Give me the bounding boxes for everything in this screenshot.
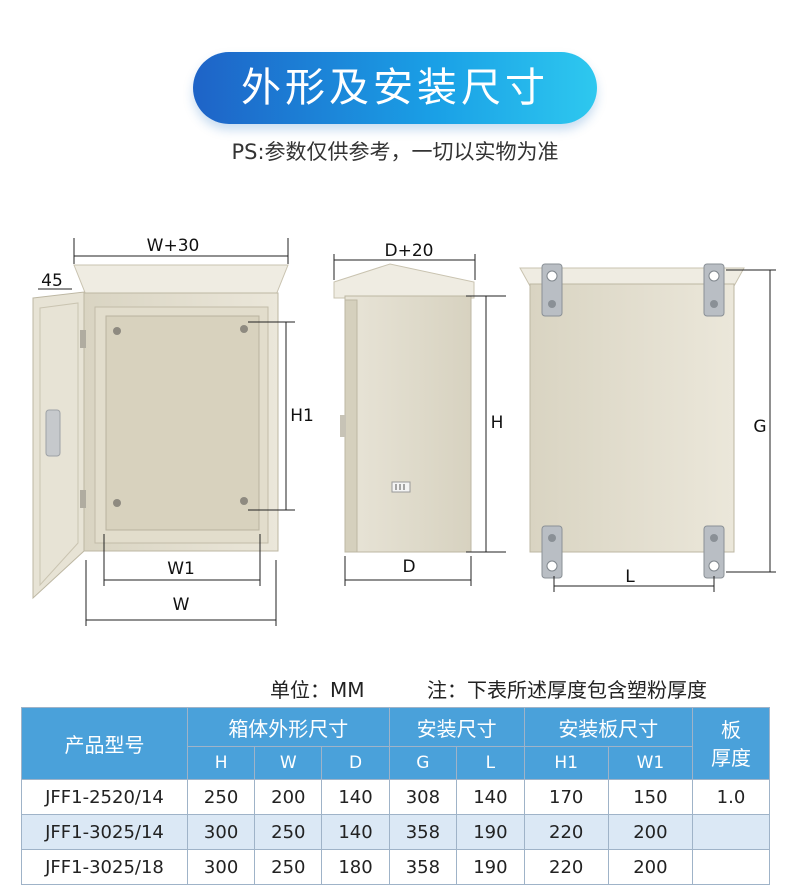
- header-install: 安装尺寸: [388, 707, 525, 747]
- header-thickness-bottom: 厚度: [711, 745, 751, 770]
- subheader-h: H: [186, 746, 256, 780]
- subheader-w1: W1: [607, 746, 694, 780]
- cell-d: 180: [321, 849, 390, 885]
- page-title: 外形及安装尺寸: [241, 65, 549, 111]
- thickness-note: 注：下表所述厚度包含塑粉厚度: [427, 678, 707, 702]
- header-model: 产品型号: [21, 707, 188, 780]
- cell-h1: 220: [523, 814, 609, 850]
- cell-h1: 220: [523, 849, 609, 885]
- subheader-h1: H1: [523, 746, 609, 780]
- unit-text: 单位：MM: [270, 678, 365, 702]
- cell-g: 308: [388, 779, 458, 815]
- table-row: JFF1-3025/18 300 250 180 358 190 220 200: [21, 849, 770, 885]
- subheader-d: D: [321, 746, 390, 780]
- label-45: 45: [41, 271, 63, 291]
- cell-w1: 200: [607, 814, 694, 850]
- table-row: JFF1-2520/14 250 200 140 308 140 170 150…: [21, 779, 770, 815]
- cell-thickness: 1.0: [692, 779, 770, 815]
- cell-h: 300: [186, 849, 256, 885]
- label-h1: H1: [290, 406, 314, 426]
- back-view: G L: [519, 263, 776, 592]
- cell-model: JFF1-3025/14: [21, 814, 188, 850]
- cell-l: 190: [456, 814, 525, 850]
- cell-d: 140: [321, 814, 390, 850]
- label-l: L: [625, 567, 635, 587]
- unit-line: 单位：MM 注：下表所述厚度包含塑粉厚度: [0, 674, 790, 702]
- spec-table: 产品型号 箱体外形尺寸 安装尺寸 安装板尺寸 板 厚度 H W D G L H1…: [21, 707, 770, 885]
- cell-model: JFF1-3025/18: [21, 849, 188, 885]
- cell-thickness: [692, 849, 770, 885]
- cell-thickness: [692, 814, 770, 850]
- label-w30: W+30: [147, 236, 200, 256]
- subheader-g: G: [388, 746, 458, 780]
- cell-model: JFF1-2520/14: [21, 779, 188, 815]
- cell-l: 190: [456, 849, 525, 885]
- header-plate: 安装板尺寸: [523, 707, 694, 747]
- cell-w1: 200: [607, 849, 694, 885]
- cell-w: 200: [254, 779, 323, 815]
- reference-note: PS:参数仅供参考，一切以实物为准: [231, 140, 559, 164]
- subheader-w: W: [254, 746, 323, 780]
- side-view: D+20 H D: [333, 241, 506, 586]
- cell-w: 250: [254, 849, 323, 885]
- cell-l: 140: [456, 779, 525, 815]
- cell-g: 358: [388, 814, 458, 850]
- label-h: H: [491, 413, 504, 433]
- front-open-view: W+30 45 H1 W1 W: [32, 236, 314, 626]
- cell-w1: 150: [607, 779, 694, 815]
- label-d20: D+20: [385, 241, 434, 261]
- label-w: W: [173, 595, 190, 615]
- header-thickness: 板 厚度: [692, 707, 770, 780]
- header-thickness-top: 板: [721, 717, 741, 742]
- label-d: D: [402, 557, 415, 577]
- cell-d: 140: [321, 779, 390, 815]
- title-banner: 外形及安装尺寸: [193, 52, 597, 124]
- dimension-diagram: W+30 45 H1 W1 W D+20 H D: [32, 236, 776, 626]
- label-g: G: [753, 417, 766, 437]
- header-outer: 箱体外形尺寸: [187, 707, 390, 747]
- cell-w: 250: [254, 814, 323, 850]
- cell-g: 358: [388, 849, 458, 885]
- cell-h: 250: [186, 779, 256, 815]
- cell-h: 300: [186, 814, 256, 850]
- label-w1: W1: [167, 559, 195, 579]
- cell-h1: 170: [523, 779, 609, 815]
- subheader-l: L: [456, 746, 525, 780]
- table-row: JFF1-3025/14 300 250 140 358 190 220 200: [21, 814, 770, 850]
